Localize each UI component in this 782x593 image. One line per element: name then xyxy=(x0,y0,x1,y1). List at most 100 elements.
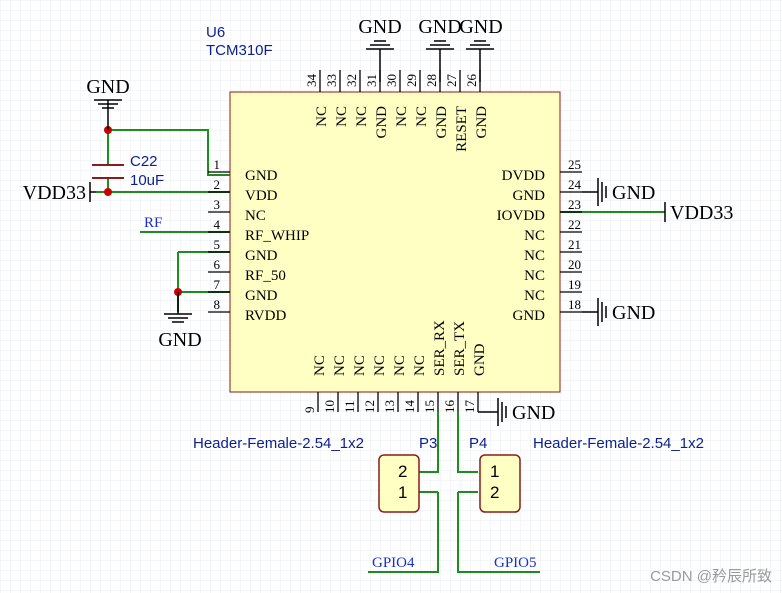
wire-gpio4 xyxy=(368,492,439,573)
pin-number: 21 xyxy=(568,237,581,252)
pin-number: 8 xyxy=(214,297,221,312)
pin-number: 15 xyxy=(422,400,437,413)
pin-name: NC xyxy=(332,355,348,376)
pin-name: GND xyxy=(245,168,278,184)
pin-name: SER_RX xyxy=(432,320,448,376)
gnd-label: GND xyxy=(459,16,502,38)
pin-name: GND xyxy=(513,308,546,324)
pin-name: GND xyxy=(245,248,278,264)
gnd-symbol-left-bottom xyxy=(164,292,192,323)
pin-name: GND xyxy=(474,106,490,139)
header-p3-designator: P3 xyxy=(419,435,437,452)
pin-number: 5 xyxy=(214,237,221,252)
pin-name: RVDD xyxy=(245,308,286,324)
capacitor-c22[interactable] xyxy=(92,164,124,179)
pin-number: 9 xyxy=(302,407,317,414)
gnd-symbol-pin31 xyxy=(366,40,394,82)
pin-name: NC xyxy=(352,355,368,376)
pin-name: NC xyxy=(412,355,428,376)
pin-name: NC xyxy=(414,106,430,127)
pin-number: 13 xyxy=(382,400,397,413)
pin-number: 33 xyxy=(324,74,339,87)
pin-number: 12 xyxy=(362,400,377,413)
pin-name: NC xyxy=(314,106,330,127)
net-label-gpio5: GPIO5 xyxy=(494,555,537,571)
pin-number: 10 xyxy=(322,400,337,413)
pin-name: NC xyxy=(245,208,266,224)
capacitor-designator: C22 xyxy=(130,153,158,170)
pin-number: 22 xyxy=(568,217,581,232)
pin-number: 1 xyxy=(214,157,221,172)
tcm310f-body[interactable] xyxy=(229,91,561,393)
gnd-label: GND xyxy=(612,302,655,324)
gnd-label: GND xyxy=(512,402,555,424)
pin-number: 28 xyxy=(424,74,439,87)
pin-name: NC xyxy=(334,106,350,127)
pin-name: NC xyxy=(524,288,545,304)
pin-number: 25 xyxy=(568,157,581,172)
gnd-symbol-pin26 xyxy=(466,40,494,82)
header-p4-footprint: Header-Female-2.54_1x2 xyxy=(533,435,704,452)
junction-dot xyxy=(104,188,112,196)
pin-number: 18 xyxy=(568,297,581,312)
pin-number: 30 xyxy=(384,74,399,87)
pin-number: 31 xyxy=(364,74,379,87)
header-p4-pin-bottom: 2 xyxy=(490,483,499,502)
header-p3-body[interactable] xyxy=(378,454,420,513)
header-p4-designator: P4 xyxy=(469,435,487,452)
pin-name: RF_WHIP xyxy=(245,228,309,244)
wire-gnd-pin1 xyxy=(108,129,230,176)
chip-designator: U6 xyxy=(206,24,225,41)
vdd33-port-left xyxy=(89,182,96,202)
chip-part-number: TCM310F xyxy=(206,42,273,59)
header-p4-pin-top: 1 xyxy=(490,462,499,481)
gnd-label: GND xyxy=(612,182,655,204)
pin-name: NC xyxy=(394,106,410,127)
header-p3-footprint: Header-Female-2.54_1x2 xyxy=(193,435,364,452)
pin-number: 23 xyxy=(568,197,581,212)
gnd-label: GND xyxy=(358,16,401,38)
pin-number: 11 xyxy=(342,400,357,413)
gnd-symbol-pin17 xyxy=(478,398,507,426)
header-p3-pin-bottom: 1 xyxy=(398,483,407,502)
gnd-symbol-cap xyxy=(94,99,122,130)
pin-name: NC xyxy=(372,355,388,376)
pin-name: NC xyxy=(312,355,328,376)
gnd-label: GND xyxy=(418,16,461,38)
header-p4-body[interactable] xyxy=(479,454,521,513)
gnd-symbol-pin18 xyxy=(582,298,607,326)
pin-number: 17 xyxy=(462,400,477,414)
pin-number: 29 xyxy=(404,74,419,87)
gnd-symbol-pin24 xyxy=(582,178,607,206)
pin-name: VDD xyxy=(245,188,278,204)
pin-name: DVDD xyxy=(502,168,545,184)
pin-name: NC xyxy=(524,268,545,284)
pin-number: 6 xyxy=(214,257,221,272)
gnd-label: GND xyxy=(158,329,201,351)
pin-name: GND xyxy=(374,106,390,139)
pin-name: GND xyxy=(434,106,450,139)
pin-number: 7 xyxy=(214,277,221,292)
pin-number: 34 xyxy=(304,74,319,88)
pin-number: 32 xyxy=(344,74,359,87)
pin-number: 20 xyxy=(568,257,581,272)
chip-pins: 1GND2VDD3NC4RF_WHIP5GND6RF_507GND8RVDD25… xyxy=(208,70,582,413)
header-p3-pin-top: 2 xyxy=(398,462,407,481)
pin-name: SER_TX xyxy=(452,321,468,376)
gnd-symbol-pin28 xyxy=(426,40,454,82)
pin-number: 24 xyxy=(568,177,582,192)
gnd-label: GND xyxy=(86,76,129,98)
pin-number: 27 xyxy=(444,74,459,88)
pin-name: RF_50 xyxy=(245,268,286,284)
pin-number: 19 xyxy=(568,277,581,292)
pin-name: NC xyxy=(392,355,408,376)
pin-name: NC xyxy=(524,228,545,244)
wire-ser-tx xyxy=(457,412,478,473)
pin-number: 16 xyxy=(442,400,457,414)
net-label-rf: RF xyxy=(144,215,162,231)
pin-name: RESET xyxy=(454,106,470,152)
pin-name: GND xyxy=(245,288,278,304)
pin-number: 26 xyxy=(464,74,479,88)
watermark: CSDN @矜辰所致 xyxy=(650,568,772,585)
pin-name: GND xyxy=(513,188,546,204)
